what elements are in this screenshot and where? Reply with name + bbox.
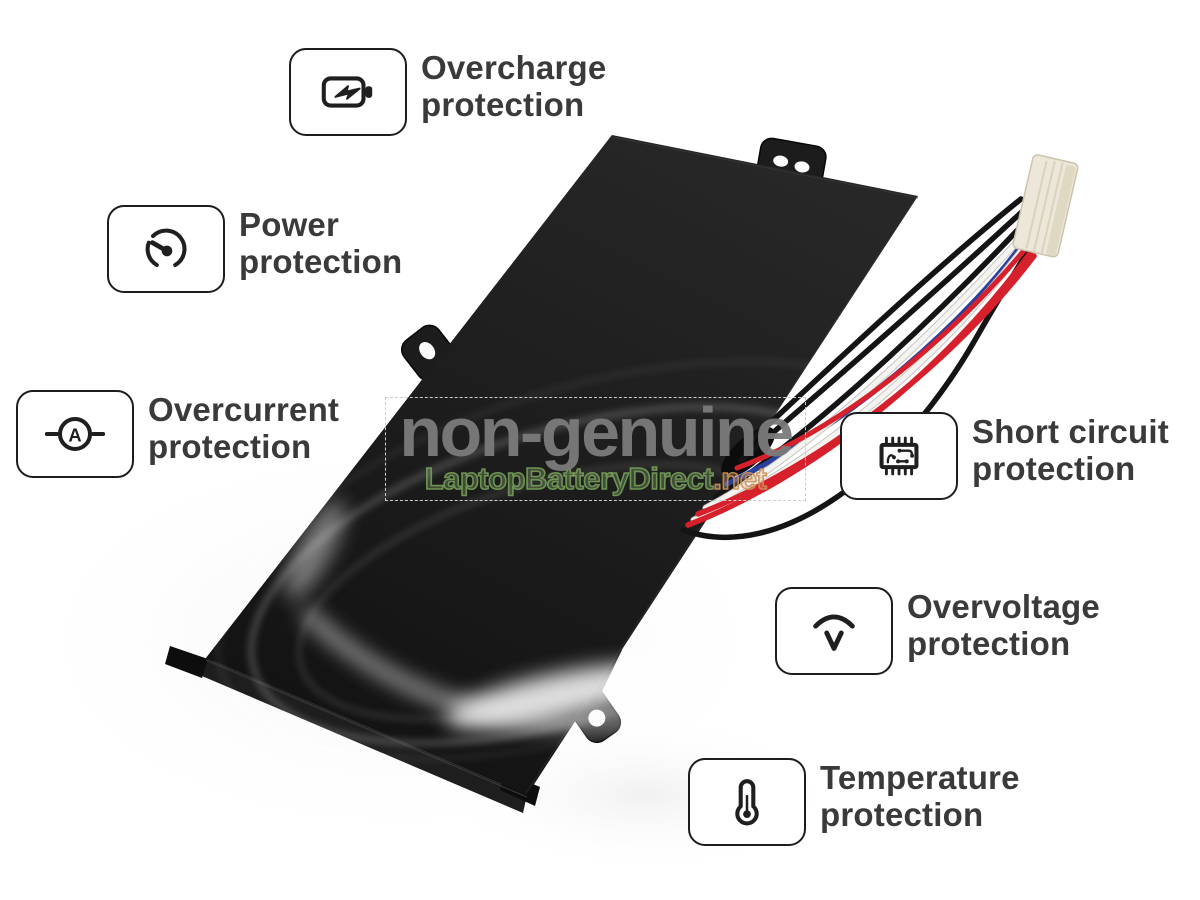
feature-overvoltage: Overvoltage protection [775, 587, 1100, 675]
feature-label-line1: Power [239, 206, 340, 243]
feature-label-line2: protection [148, 428, 312, 465]
feature-temperature: Temperature protection [688, 758, 1020, 846]
feature-label-line1: Overcurrent [148, 391, 340, 428]
feature-label-line1: Short circuit [972, 413, 1169, 450]
feature-label-line1: Temperature [820, 759, 1020, 796]
feature-label-line2: protection [239, 243, 403, 280]
feature-overcurrent: A Overcurrent protection [16, 390, 339, 478]
feature-short-circuit: Short circuit protection [840, 412, 1169, 500]
voltage-arc-icon [775, 587, 893, 675]
gloss-swoosh [217, 360, 953, 760]
feature-overcharge: Overcharge protection [289, 48, 606, 136]
thermometer-icon [688, 758, 806, 846]
feature-label-line1: Overvoltage [907, 588, 1100, 625]
connector-plug [1012, 154, 1079, 258]
battery-charging-icon [289, 48, 407, 136]
power-gauge-icon [107, 205, 225, 293]
feature-label-line1: Overcharge [421, 49, 607, 86]
battery-wires [680, 196, 1037, 541]
ammeter-icon: A [16, 390, 134, 478]
feature-power: Power protection [107, 205, 402, 293]
feature-label-line2: protection [421, 86, 585, 123]
feature-label-line2: protection [820, 796, 984, 833]
feature-label-line2: protection [907, 625, 1071, 662]
ammeter-letter: A [68, 424, 81, 445]
circuit-chip-icon [840, 412, 958, 500]
feature-label-line2: protection [972, 450, 1136, 487]
